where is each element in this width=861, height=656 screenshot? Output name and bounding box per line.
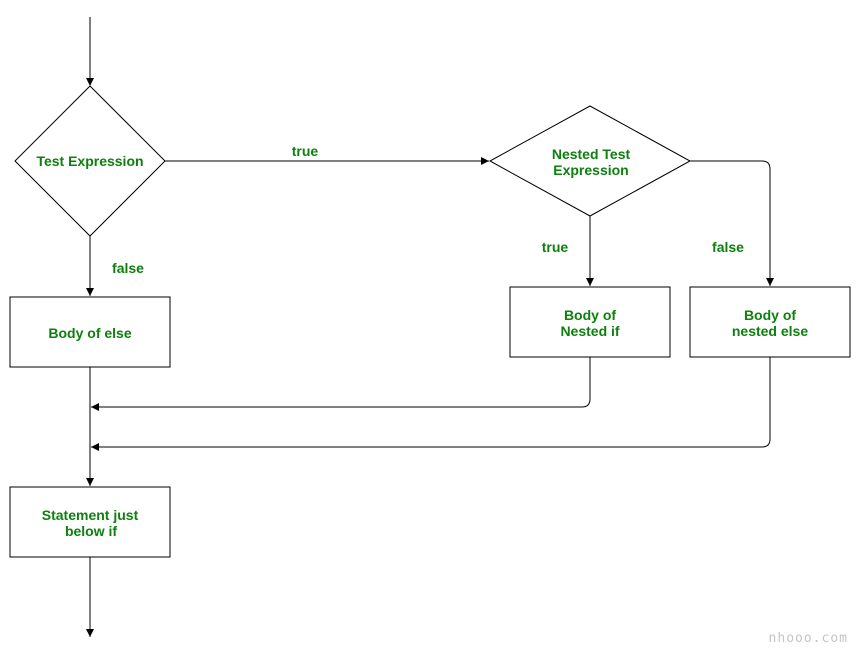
test-true-label: true [292, 143, 319, 159]
body-of-nested-else-rect [689, 286, 851, 358]
body-of-else-label: Body of else [48, 325, 131, 341]
nested-test-expression-label-line2: Expression [553, 162, 628, 178]
body-of-nested-if-box: Body of Nested if [509, 286, 671, 358]
test-expression-diamond [14, 85, 166, 237]
body-of-nested-if-rect [509, 286, 671, 358]
statement-below-if-rect [9, 486, 171, 558]
watermark-text: nhooo.com [769, 631, 848, 646]
nested-false-arrow [690, 160, 774, 286]
test-false-label: false [112, 260, 144, 276]
body-of-nested-else-label-line2: nested else [732, 323, 808, 339]
body-of-nested-else-box: Body of nested else [689, 286, 851, 358]
nested-test-expression-diamond [488, 105, 692, 217]
nested-false-label: false [712, 239, 744, 255]
nested-test-expression-decision: Nested Test Expression [488, 105, 692, 217]
nested-if-return-arrow [91, 357, 591, 411]
body-of-else-box: Body of else [9, 296, 171, 368]
test-expression-label: Test Expression [36, 153, 143, 169]
body-of-nested-if-label-line1: Body of [564, 307, 616, 323]
statement-below-if-box: Statement just below if [9, 486, 171, 558]
test-expression-decision: Test Expression [14, 85, 166, 237]
nested-test-expression-label-line1: Nested Test [552, 146, 631, 162]
body-of-else-rect [9, 296, 171, 368]
nested-true-label: true [542, 239, 569, 255]
statement-below-if-label-line2: below if [65, 523, 117, 539]
statement-below-if-label-line1: Statement just [42, 507, 139, 523]
nested-else-return-arrow [91, 357, 771, 451]
body-of-nested-else-label-line1: Body of [744, 307, 796, 323]
body-of-nested-if-label-line2: Nested if [560, 323, 619, 339]
